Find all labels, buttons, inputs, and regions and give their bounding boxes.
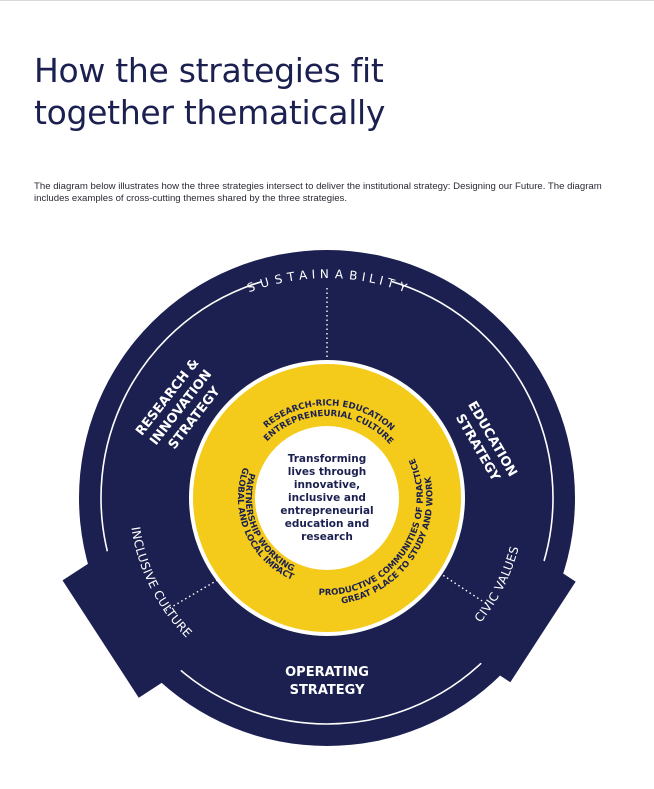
center-statement: Transforming lives through innovative, i… bbox=[280, 453, 373, 543]
center-line-3: innovative, bbox=[294, 479, 360, 491]
page-title-line-1: How the strategies fit bbox=[34, 51, 384, 90]
sector-operating-line-2: STRATEGY bbox=[290, 683, 365, 698]
rim-patch-top bbox=[262, 260, 392, 288]
center-line-5: entrepreneurial bbox=[280, 505, 373, 517]
rim-patch-left bbox=[62, 542, 198, 698]
rim-patch-right bbox=[458, 547, 576, 683]
page-title-line-2: together thematically bbox=[34, 93, 386, 132]
divider-right bbox=[431, 567, 509, 619]
center-line-1: Transforming bbox=[288, 453, 367, 465]
intro-paragraph: The diagram below illustrates how the th… bbox=[34, 181, 602, 204]
sector-operating-line-1: OPERATING bbox=[285, 665, 369, 680]
center-line-2: lives through bbox=[288, 466, 366, 478]
center-line-6: education and bbox=[285, 518, 369, 530]
top-divider bbox=[0, 0, 654, 1]
center-line-7: research bbox=[301, 531, 353, 543]
page-title: How the strategies fit together thematic… bbox=[34, 50, 634, 134]
center-circle bbox=[255, 426, 399, 570]
center-line-4: inclusive and bbox=[288, 492, 366, 504]
sector-operating: OPERATING STRATEGY bbox=[285, 665, 369, 698]
strategies-diagram: SUSTAINABILITY INCLUSIVE CULTURE CIVIC V… bbox=[62, 250, 576, 746]
